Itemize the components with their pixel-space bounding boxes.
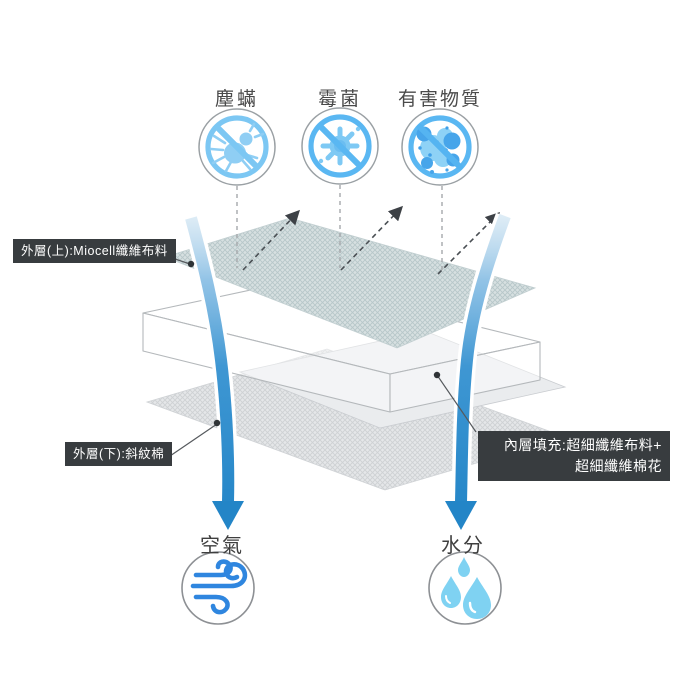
flow-label-air: 空氣 xyxy=(200,535,244,557)
label-outer-bottom-layer: 外層(下):斜紋棉 xyxy=(65,442,173,467)
moisture-flow-arrow xyxy=(455,213,511,503)
connector-dot-outer-bottom xyxy=(213,419,221,427)
connector-dot-inner-fill xyxy=(433,371,441,379)
flow-label-moisture: 水分 xyxy=(441,535,485,557)
dust-mite-glyph xyxy=(209,122,265,173)
threat-drop-lines xyxy=(236,185,443,274)
no-harmful-substance-icon xyxy=(401,108,479,186)
threat-label-dust-mite: 塵蟎 xyxy=(214,89,259,110)
no-dust-mite-icon xyxy=(198,108,276,186)
moisture-flow-arrowhead xyxy=(445,501,477,530)
no-mold-icon xyxy=(301,107,379,185)
outer-top-sheet xyxy=(163,217,537,349)
threat-label-harmful-substance: 有害物質 xyxy=(397,89,482,110)
connector-inner-fill xyxy=(436,374,477,433)
harmful-slash xyxy=(417,124,463,170)
connector-outer-bottom xyxy=(169,423,218,457)
air-flow-arrowhead xyxy=(212,501,244,530)
water-drops-glyph xyxy=(441,557,491,619)
inner-fill-sheet xyxy=(238,330,567,429)
water-drops-icon xyxy=(428,551,502,625)
air-flow-arrow xyxy=(185,216,235,503)
threat-label-mold: 霉菌 xyxy=(317,89,362,110)
label-outer-top-layer: 外層(上):Miocell纖維布料 xyxy=(13,239,176,264)
flow-arrows xyxy=(181,212,514,530)
label-inner-fill: 內層填充:超細纖維布料+ 超細纖維棉花 xyxy=(478,431,670,481)
label-connector-dots xyxy=(187,260,441,427)
label-inner-fill-line1: 內層填充:超細纖維布料+ xyxy=(503,437,662,453)
mold-slash xyxy=(317,123,363,169)
connector-dot-outer-top xyxy=(187,260,195,268)
wind-icon xyxy=(181,551,255,625)
dust-mite-slash xyxy=(215,125,259,169)
block-escape-arrows xyxy=(242,205,501,275)
wind-glyph xyxy=(190,559,248,615)
label-inner-fill-line2: 超細纖維棉花 xyxy=(575,458,662,474)
escape-arrow-1 xyxy=(242,209,300,271)
